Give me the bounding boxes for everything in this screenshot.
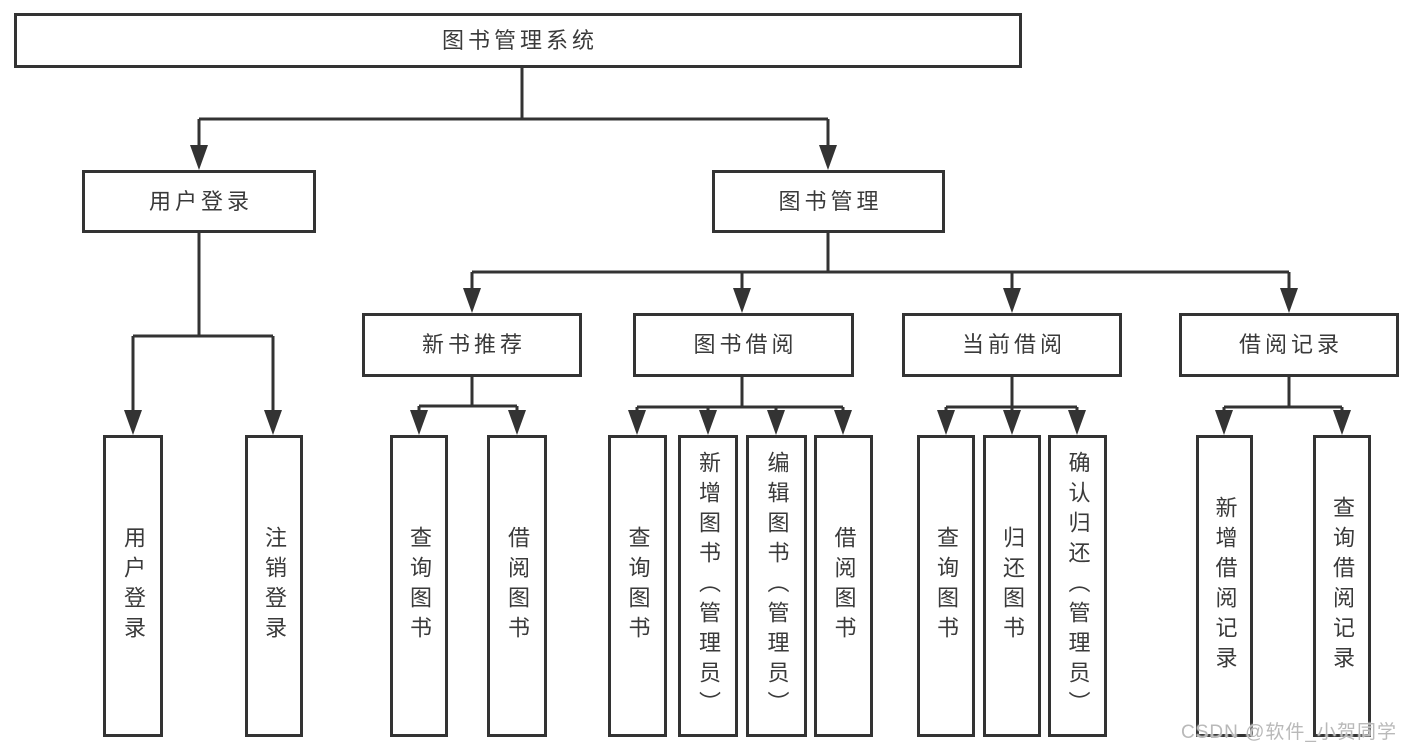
node-label: 查询图书 [625, 526, 651, 646]
node-label: 新书推荐 [421, 332, 526, 357]
node-bb-query-books: 查询图书 [608, 435, 667, 737]
node-book-management: 图书管理 [712, 170, 945, 233]
node-label: 查询图书 [934, 526, 959, 646]
node-label: 图书管理 [778, 188, 883, 214]
node-label: 新增图书（管理员） [696, 451, 721, 721]
node-bb-borrow-books: 借阅图书 [814, 435, 873, 737]
node-user-login: 用户登录 [82, 170, 316, 233]
node-new-book-recommend: 新书推荐 [362, 313, 582, 377]
node-label: 借阅记录 [1238, 332, 1343, 357]
node-cb-query-books: 查询图书 [917, 435, 975, 737]
node-label: 注销登录 [262, 526, 287, 646]
node-label: 图书管理系统 [441, 27, 598, 53]
node-label: 查询图书 [407, 526, 432, 646]
node-label: 查询借阅记录 [1330, 496, 1355, 676]
node-label: 确认归还（管理员） [1065, 451, 1091, 721]
node-bb-add-books-admin: 新增图书（管理员） [678, 435, 738, 737]
node-cb-return-books: 归还图书 [983, 435, 1041, 737]
node-label: 归还图书 [1000, 526, 1025, 646]
node-label: 借阅图书 [831, 526, 857, 646]
node-label: 编辑图书（管理员） [764, 451, 790, 721]
node-label: 用户登录 [121, 526, 146, 646]
node-br-add-record: 新增借阅记录 [1196, 435, 1253, 737]
node-book-borrow: 图书借阅 [633, 313, 854, 377]
node-borrow-records: 借阅记录 [1179, 313, 1399, 377]
node-label: 用户登录 [148, 188, 253, 214]
node-rec-borrow-books: 借阅图书 [487, 435, 547, 737]
node-br-query-record: 查询借阅记录 [1313, 435, 1371, 737]
node-label: 当前借阅 [961, 332, 1066, 357]
node-logout: 注销登录 [245, 435, 303, 737]
node-label: 图书借阅 [693, 332, 798, 357]
node-label: 新增借阅记录 [1212, 496, 1238, 676]
node-label: 借阅图书 [505, 526, 530, 646]
node-login: 用户登录 [103, 435, 163, 737]
node-rec-query-books: 查询图书 [390, 435, 448, 737]
node-root: 图书管理系统 [14, 13, 1022, 68]
node-current-borrow: 当前借阅 [902, 313, 1122, 377]
node-bb-edit-books-admin: 编辑图书（管理员） [746, 435, 807, 737]
node-cb-confirm-return-admin: 确认归还（管理员） [1048, 435, 1107, 737]
